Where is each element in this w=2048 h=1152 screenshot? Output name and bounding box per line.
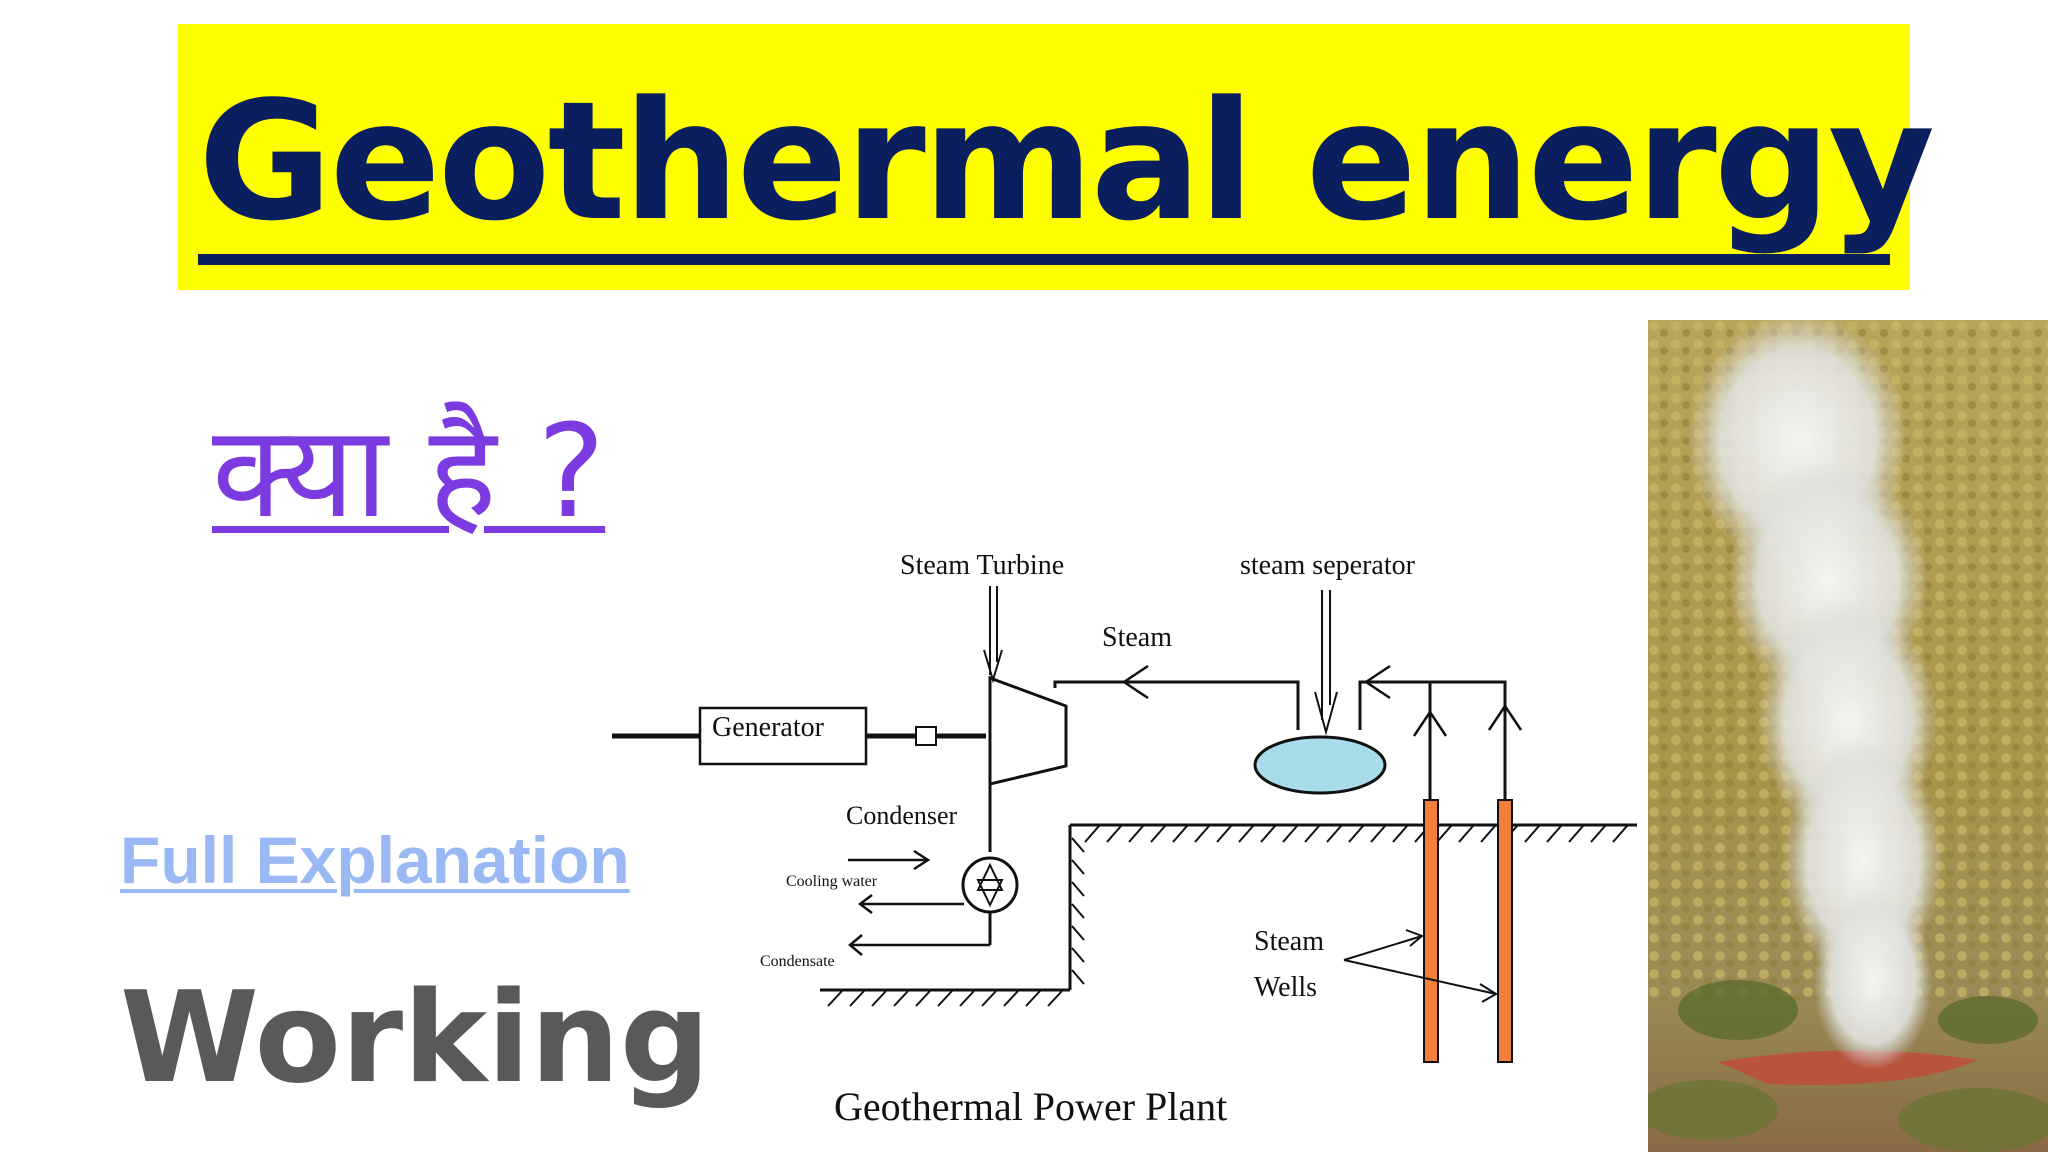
hatch-mark xyxy=(937,990,953,1007)
hindi-question: क्या है ? xyxy=(212,398,606,547)
steam-wells-label-2: Wells xyxy=(1254,972,1317,1003)
hatch-mark xyxy=(1590,825,1606,843)
hatch-mark xyxy=(893,990,909,1007)
generator-label: Generator xyxy=(712,712,825,743)
steam-pipe xyxy=(1053,680,1300,730)
hatch-mark xyxy=(827,990,843,1007)
full-explanation-link[interactable]: Full Explanation xyxy=(120,823,630,897)
hatch-mark xyxy=(1436,825,1452,843)
hatch-mark xyxy=(1071,903,1085,919)
condensate-label: Condensate xyxy=(760,953,835,970)
hatch-mark xyxy=(959,990,975,1007)
well-arrow-2 xyxy=(1487,703,1523,731)
hatch-mark xyxy=(1106,825,1122,843)
cooling-water-label: Cooling water xyxy=(786,873,878,890)
ground-hatching xyxy=(827,825,1628,1007)
steam-turbine xyxy=(988,675,1068,786)
working-label: Working xyxy=(120,964,711,1111)
title-underline xyxy=(198,254,1890,265)
hatch-mark xyxy=(871,990,887,1007)
hatch-mark xyxy=(1194,825,1210,843)
hatch-mark xyxy=(1546,825,1562,843)
diagram-caption: Geothermal Power Plant xyxy=(834,1084,1227,1129)
generator-box xyxy=(698,706,868,766)
well-feed-pipe xyxy=(1358,680,1507,800)
hatch-mark xyxy=(1216,825,1232,843)
geothermal-plant-diagram: Generator Steam Turbine Steam steam sepe… xyxy=(612,550,1637,1129)
hatch-mark xyxy=(1071,969,1085,985)
wells-pointer-2 xyxy=(1343,959,1497,995)
well-arrow-1 xyxy=(1412,709,1448,737)
hatch-mark xyxy=(1128,825,1144,843)
coupling xyxy=(915,726,937,746)
steam-plume xyxy=(1688,320,1943,1070)
condenser-label: Condenser xyxy=(846,801,958,830)
hatch-mark xyxy=(1084,825,1100,843)
hatch-mark xyxy=(1071,925,1085,941)
steam-separator xyxy=(1253,735,1387,795)
hatch-mark xyxy=(1071,859,1085,875)
steam-separator-label: steam seperator xyxy=(1240,550,1416,581)
hatch-mark xyxy=(1238,825,1254,843)
hatch-mark xyxy=(1480,825,1496,843)
hatch-mark xyxy=(1150,825,1166,843)
hatch-mark xyxy=(915,990,931,1007)
hatch-mark xyxy=(1025,990,1041,1007)
steam-turbine-label: Steam Turbine xyxy=(900,550,1064,581)
geyser-photo xyxy=(1648,320,2048,1152)
hatch-mark xyxy=(1071,947,1085,963)
steam-wells-label-1: Steam xyxy=(1254,926,1324,957)
hatch-mark xyxy=(849,990,865,1007)
hatch-mark xyxy=(1568,825,1584,843)
hatch-mark xyxy=(1260,825,1276,843)
hatch-mark xyxy=(1282,825,1298,843)
hatch-mark xyxy=(981,990,997,1007)
ground-surface xyxy=(820,823,1637,992)
hatch-mark xyxy=(1003,990,1019,1007)
hatch-mark xyxy=(1304,825,1320,843)
steam-flow-arrow xyxy=(1121,664,1149,700)
hatch-mark xyxy=(1370,825,1386,843)
steam-label: Steam xyxy=(1102,622,1172,653)
hatch-mark xyxy=(1326,825,1342,843)
hatch-mark xyxy=(1172,825,1188,843)
steam-well-2 xyxy=(1497,799,1513,1063)
hatch-mark xyxy=(1524,825,1540,843)
hatch-mark xyxy=(1612,825,1628,843)
hatch-mark xyxy=(1392,825,1408,843)
hatch-mark xyxy=(1348,825,1364,843)
wells-pointer-1 xyxy=(1343,935,1423,961)
title-banner xyxy=(178,24,1910,290)
hatch-mark xyxy=(1071,837,1085,853)
hatch-mark xyxy=(1047,990,1063,1007)
hatch-mark xyxy=(1071,881,1085,897)
hatch-mark xyxy=(1458,825,1474,843)
steam-well-1 xyxy=(1423,799,1439,1063)
page-title: Geothermal energy xyxy=(198,66,1935,257)
